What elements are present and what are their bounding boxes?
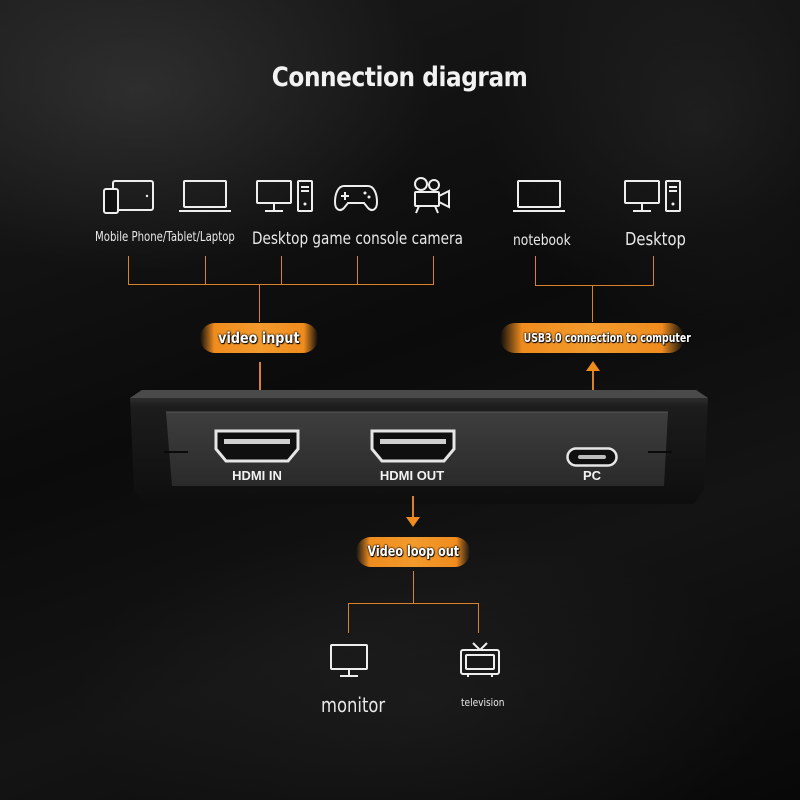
- connector-line: [128, 256, 129, 284]
- phone-tablet-icon: [103, 180, 155, 214]
- connector-line: [535, 256, 536, 285]
- desktop-pc-icon: [256, 180, 314, 214]
- video-loop-out-badge: Video loop out: [356, 537, 470, 567]
- notebook-icon: [512, 180, 566, 214]
- connector-line: [259, 362, 261, 414]
- diagram-title: Connection diagram: [272, 62, 528, 93]
- connector-line: [348, 603, 349, 633]
- connector-line: [413, 571, 414, 603]
- connector-line: [592, 285, 593, 322]
- connector-line: [478, 603, 479, 633]
- connector-line: [281, 256, 282, 284]
- connector-line: [348, 603, 479, 604]
- source-label-desktop: Desktop: [625, 229, 686, 250]
- monitor-icon: [330, 644, 368, 678]
- usb-c-pc-port: [566, 447, 618, 467]
- port-label-hdmi-in: HDMI IN: [232, 468, 282, 483]
- connector-line: [259, 284, 260, 322]
- television-icon: [460, 642, 500, 678]
- arrow-up-icon: [586, 361, 600, 371]
- connector-line: [535, 285, 654, 286]
- source-label-desktop-console-camera: Desktop game console camera: [252, 229, 463, 249]
- connector-line: [128, 284, 434, 285]
- desktop-icon: [624, 180, 682, 214]
- arrow-down-icon: [406, 517, 420, 527]
- output-label-monitor: monitor: [321, 693, 386, 717]
- hdmi-out-port: [370, 429, 456, 463]
- source-label-mobile-tablet-laptop: Mobile Phone/Tablet/Laptop: [95, 230, 235, 245]
- usb-connection-badge: USB3.0 connection to computer: [500, 323, 691, 353]
- video-camera-icon: [410, 176, 452, 214]
- laptop-icon: [178, 180, 232, 214]
- game-controller-icon: [333, 180, 379, 214]
- hdmi-in-port: [214, 429, 300, 463]
- port-label-hdmi-out: HDMI OUT: [379, 468, 445, 483]
- connector-line: [357, 256, 358, 284]
- source-label-notebook: notebook: [513, 231, 571, 249]
- connector-line: [433, 256, 434, 284]
- video-input-badge: video input: [200, 323, 318, 353]
- connector-line: [205, 256, 206, 284]
- output-label-television: television: [461, 696, 505, 709]
- connector-line: [653, 256, 654, 285]
- port-label-pc: PC: [582, 468, 602, 483]
- connector-line: [412, 496, 414, 518]
